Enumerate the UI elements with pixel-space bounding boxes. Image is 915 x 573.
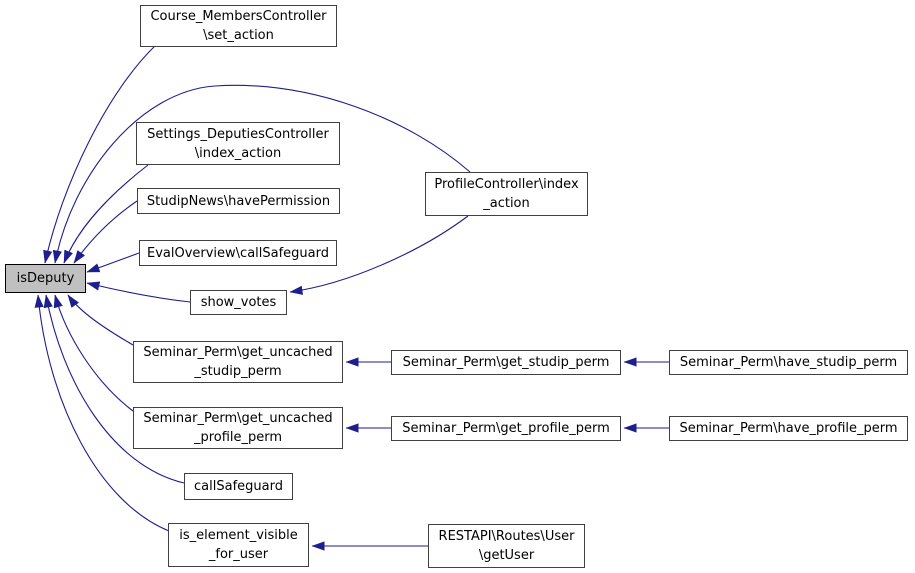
node-settings-deputies-index-action[interactable]: Settings_DeputiesController \index_actio… [136,122,340,165]
node-label: Settings_DeputiesController [147,126,329,142]
node-seminar-perm-have-studip-perm[interactable]: Seminar_Perm\have_studip_perm [669,350,908,375]
node-studipnews-havepermission[interactable]: StudipNews\havePermission [137,188,340,214]
edge-show-votes-to-isdeputy [86,281,191,303]
node-label: show_votes [200,295,277,310]
node-label: isDeputy [16,271,75,286]
node-label: \getUser [478,548,535,563]
node-label: Seminar_Perm\get_uncached [143,345,333,360]
edge-profilecontroller-to-show-votes [289,215,469,295]
edge-get-uncached-profile-to-isdeputy [53,294,134,412]
edge-course-members-to-isdeputy [43,43,158,264]
node-label: EvalOverview\callSafeguard [146,245,330,261]
node-label: _action [483,196,530,211]
node-label: StudipNews\havePermission [146,193,331,209]
node-label: _for_user [208,547,269,562]
edge-get-uncached-studip-to-isdeputy [67,294,134,346]
node-label: callSafeguard [194,479,283,494]
node-label: Seminar_Perm\get_profile_perm [402,421,610,436]
node-seminar-perm-get-profile-perm[interactable]: Seminar_Perm\get_profile_perm [391,416,621,441]
node-label: Seminar_Perm\have_studip_perm [679,355,898,370]
edge-settings-deputies-to-isdeputy [63,164,149,264]
node-seminar-perm-get-studip-perm[interactable]: Seminar_Perm\get_studip_perm [391,350,621,375]
edge-profilecontroller-to-isdeputy [52,84,471,264]
edge-is-element-visible-to-isdeputy [34,294,170,532]
node-seminar-perm-get-uncached-profile-perm[interactable]: Seminar_Perm\get_uncached _profile_perm [133,407,343,449]
node-profilecontroller-index-action[interactable]: ProfileController\index _action [425,172,588,216]
node-label: ProfileController\index [434,177,579,192]
node-label: \set_action [203,28,274,43]
node-evaloverview-callsafeguard[interactable]: EvalOverview\callSafeguard [139,240,337,266]
edge-evaloverview-to-isdeputy [86,252,140,273]
edge-callsafeguard-to-isdeputy [43,294,185,484]
node-course-members-set-action[interactable]: Course_MembersController \set_action [140,5,337,47]
node-isdeputy[interactable]: isDeputy [5,264,86,293]
node-label: _studip_perm [194,364,282,379]
node-restapi-routes-user-getuser[interactable]: RESTAPI\Routes\User \getUser [428,524,585,568]
node-label: _profile_perm [193,430,283,445]
node-label: Seminar_Perm\get_studip_perm [402,355,610,370]
node-label: Seminar_Perm\get_uncached [143,411,333,426]
node-show-votes[interactable]: show_votes [190,290,287,315]
node-label: Seminar_Perm\have_profile_perm [679,421,898,436]
node-seminar-perm-get-uncached-studip-perm[interactable]: Seminar_Perm\get_uncached _studip_perm [133,341,343,383]
node-is-element-visible-for-user[interactable]: is_element_visible _for_user [168,523,309,567]
edge-studipnews-to-isdeputy [73,200,138,264]
node-callsafeguard[interactable]: callSafeguard [184,473,293,500]
node-label: Course_MembersController [150,9,327,24]
node-seminar-perm-have-profile-perm[interactable]: Seminar_Perm\have_profile_perm [669,416,908,441]
node-label: is_element_visible [179,528,298,543]
node-label: \index_action [194,145,282,161]
node-label: RESTAPI\Routes\User [438,529,575,544]
